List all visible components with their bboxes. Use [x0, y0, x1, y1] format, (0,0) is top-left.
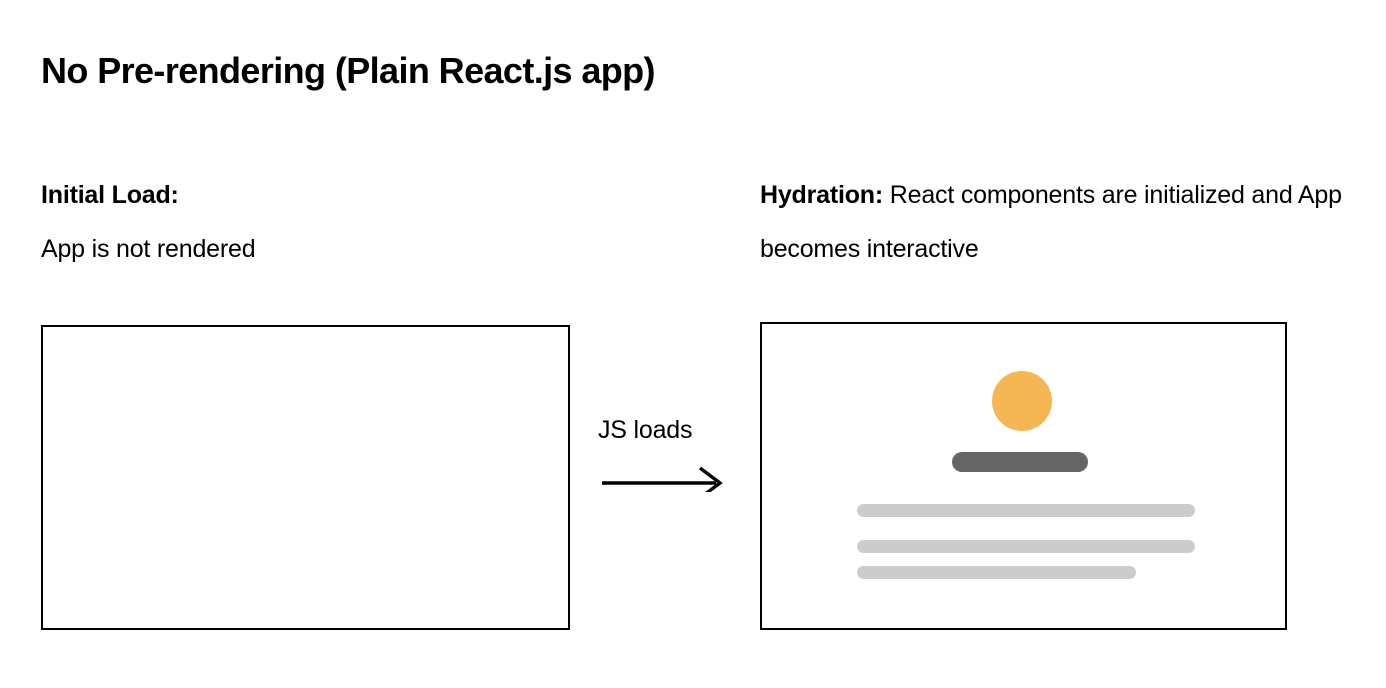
title-bar-placeholder: [952, 452, 1088, 472]
page-title: No Pre-rendering (Plain React.js app): [41, 50, 656, 91]
avatar-placeholder-icon: [992, 371, 1052, 431]
caption-hydration-lead-text: Hydration:: [760, 181, 884, 209]
caption-hydration-body: React components are initialized and App…: [760, 181, 1342, 263]
caption-initial-load-lead: Initial Load:: [41, 168, 601, 222]
transition-label: JS loads: [598, 416, 693, 444]
caption-initial-load: Initial Load: App is not rendered: [41, 168, 601, 276]
text-line-placeholder: [857, 540, 1195, 553]
transition-group: JS loads: [598, 414, 738, 500]
arrow-right-icon: [598, 462, 728, 500]
initial-load-frame: [41, 325, 570, 630]
text-line-placeholder: [857, 504, 1195, 517]
caption-hydration: Hydration: React components are initiali…: [760, 168, 1360, 276]
caption-initial-load-body: App is not rendered: [41, 235, 256, 263]
caption-initial-load-lead-text: Initial Load:: [41, 181, 179, 209]
text-line-placeholder: [857, 566, 1136, 579]
hydration-frame: [760, 322, 1287, 630]
